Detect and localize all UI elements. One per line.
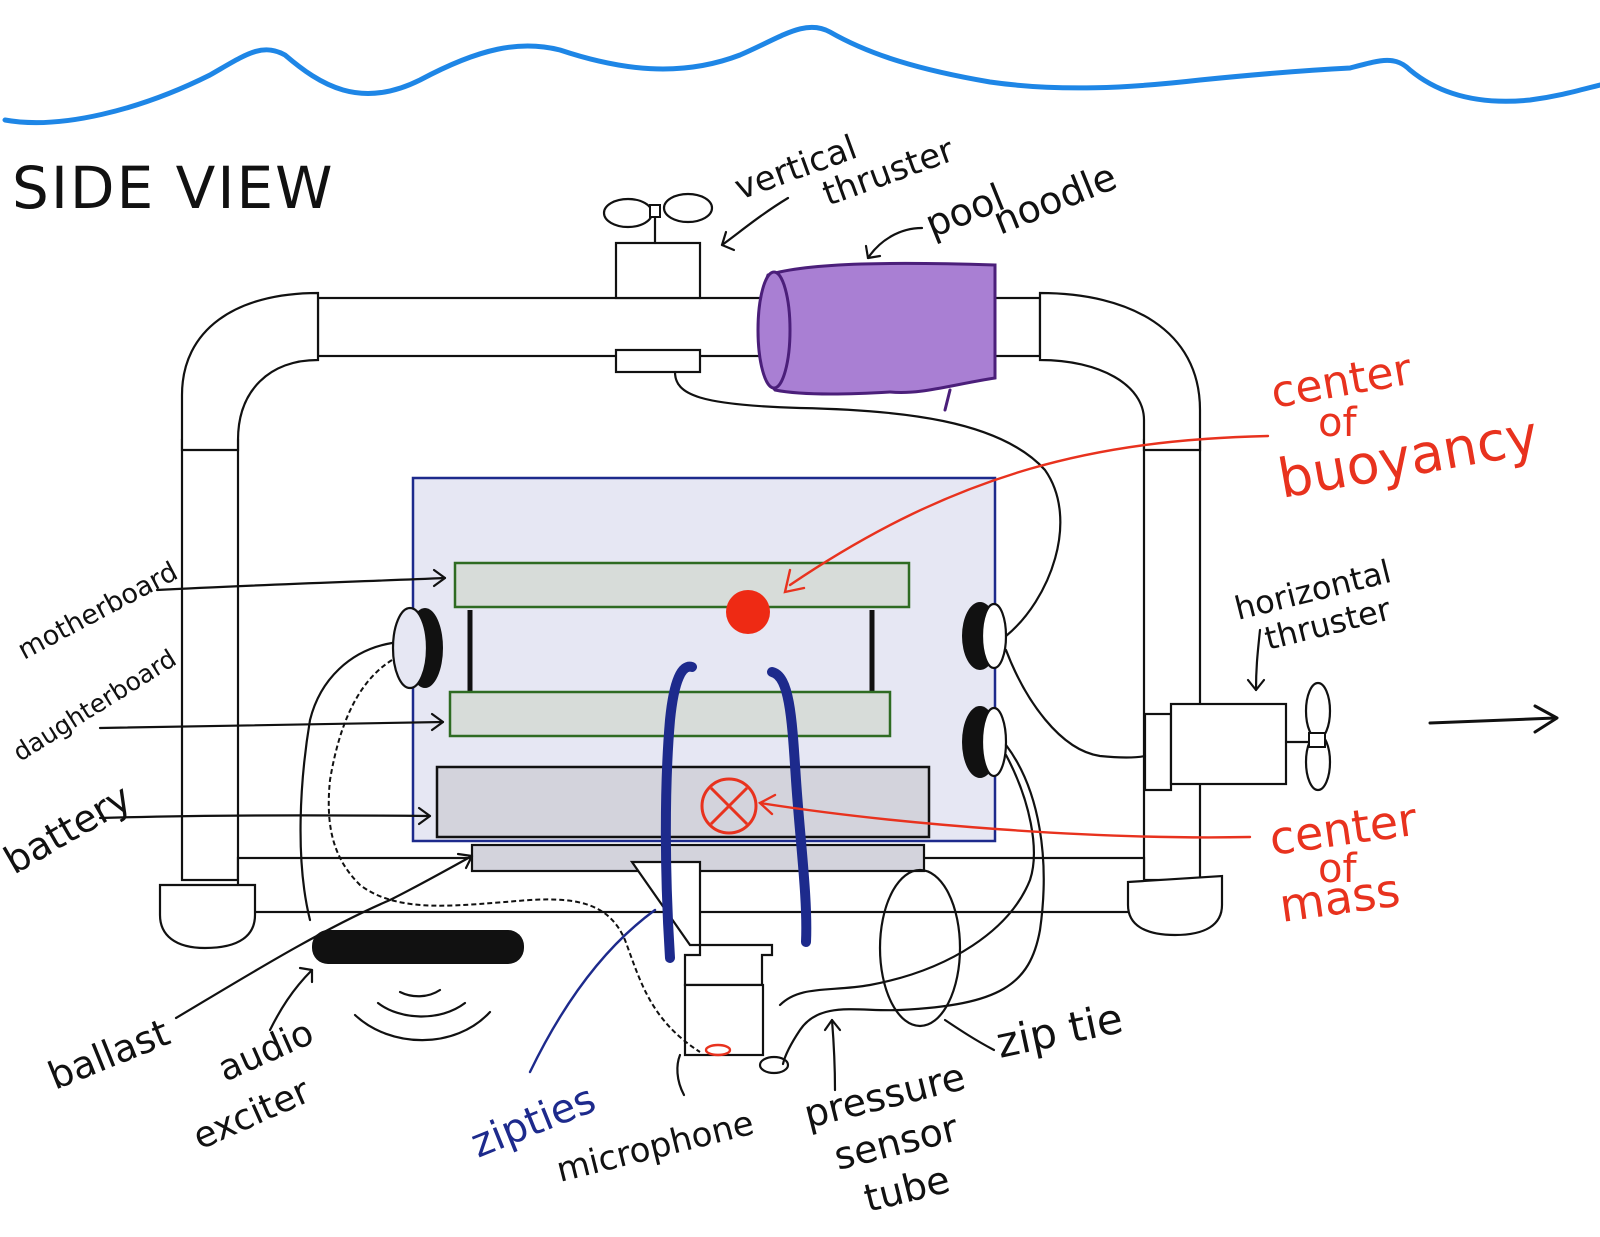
center-of-buoyancy-arrowhead (783, 568, 806, 594)
cables (299, 370, 1147, 1066)
label-ballast: ballast (42, 1010, 176, 1098)
center-of-mass-leader (758, 801, 1252, 839)
ziptie-right (767, 667, 812, 947)
diagram-title: SIDE VIEW (12, 154, 334, 222)
battery (435, 765, 931, 839)
horizontal-thruster (1143, 681, 1332, 792)
propeller-icon (602, 192, 714, 229)
zipties-leader (528, 908, 657, 1074)
center-of-mass-symbol-icon (700, 777, 758, 835)
label-pool-noodle-line2: noodle (987, 154, 1123, 243)
label-center-of-buoyancy-line2: of (1318, 400, 1357, 446)
zip-tie-ring (878, 868, 962, 1028)
label-battery: battery (0, 775, 139, 882)
center-of-buoyancy-leader (788, 434, 1270, 587)
water-surface (2, 24, 1600, 126)
center-of-mass-arrowhead (757, 793, 777, 816)
left-bulkhead-connector (391, 606, 443, 690)
pool-noodle (756, 261, 997, 412)
right-bulkhead-connector-upper (962, 602, 1008, 670)
label-center-of-mass-line2: of (1318, 846, 1357, 892)
ziptie-left (660, 661, 697, 963)
propeller-icon (1304, 681, 1332, 792)
right-bulkhead-connector-lower (962, 706, 1008, 778)
label-audio-exciter-line2: exciter (187, 1071, 316, 1159)
label-center-of-mass-line3: mass (1276, 863, 1403, 933)
direction-arrow-icon (1428, 704, 1559, 734)
label-audio-exciter-line1: audio (212, 1012, 320, 1090)
label-leaders (98, 196, 1266, 1097)
sound-wave-icon (353, 988, 492, 1042)
label-zip-tie: zip tie (992, 993, 1127, 1067)
motherboard (453, 561, 911, 609)
label-center-of-buoyancy-line3: buoyancy (1273, 403, 1542, 511)
ballast (312, 930, 524, 964)
center-of-buoyancy-marker (726, 590, 770, 634)
vertical-thruster (602, 192, 714, 374)
